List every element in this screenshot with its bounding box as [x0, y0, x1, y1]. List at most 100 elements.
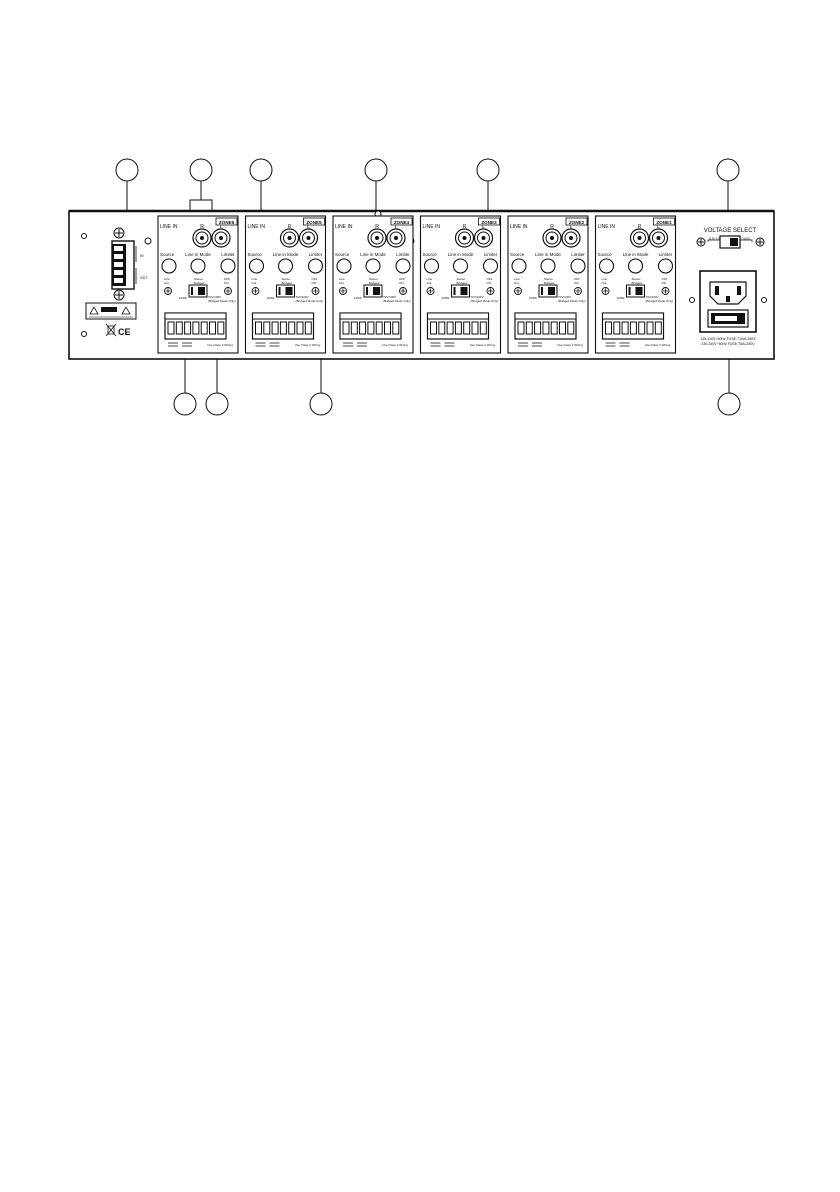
rca-jack-icon[interactable] [454, 228, 475, 248]
line-in-mode-label: Line in Mode [623, 252, 649, 257]
switch-left-label: 100W [267, 296, 275, 300]
line-in-label: LINE IN [248, 224, 266, 230]
source-option-out: Out [252, 281, 257, 285]
screw-icon [426, 287, 435, 295]
line-in-mode-label: Line in Mode [185, 252, 211, 257]
speaker-terminal-block [339, 312, 402, 340]
limiter-option-on: ON [574, 281, 579, 285]
mode-slide-switch[interactable] [363, 284, 383, 298]
rca-jack-icon[interactable] [648, 228, 669, 248]
terminal-note-label: Use Class 2 Wiring [382, 343, 408, 347]
callout-circle [309, 392, 333, 416]
source-knob[interactable] [423, 258, 440, 274]
limiter-knob[interactable] [570, 258, 586, 274]
rca-jack-icon[interactable] [386, 228, 406, 248]
switch-left-label: 100W [442, 296, 450, 300]
rca-jack-icon[interactable] [192, 228, 212, 248]
callout-circle [249, 158, 273, 182]
mode-slide-switch[interactable] [188, 284, 208, 298]
limiter-option-on: ON [399, 281, 404, 285]
line-in-mode-knob[interactable] [627, 258, 644, 274]
source-option-line: Line [427, 277, 433, 281]
switch-note-label: (Bridged Mode Only) [383, 299, 411, 303]
mode-slide-switch[interactable] [451, 284, 470, 298]
source-option-line: Line [514, 277, 520, 281]
mode-option-bridged: Bridged [457, 281, 468, 285]
zone-label: ZONE1 [656, 220, 672, 225]
rca-jack-icon[interactable] [561, 228, 581, 248]
screw-icon [251, 287, 260, 295]
mode-slide-switch[interactable] [626, 284, 645, 298]
zone-label: ZONE5 [306, 220, 322, 225]
mode-slide-switch[interactable] [538, 284, 558, 298]
limiter-option-on: ON [312, 281, 317, 285]
switch-left-label: 100W [529, 296, 537, 300]
callout-circle [205, 392, 229, 416]
screw-icon [486, 287, 495, 295]
terminal-note-label: Use Class 2 Wiring [645, 343, 671, 347]
switch-right-label: 70V/100V [471, 295, 484, 299]
limiter-knob[interactable] [657, 258, 674, 274]
limiter-knob[interactable] [482, 258, 499, 274]
line-in-mode-knob[interactable] [190, 258, 206, 274]
rca-jack-icon[interactable] [211, 228, 231, 248]
terminal-note-label: Use Class 2 Wiring [557, 343, 583, 347]
limiter-label: Limiter [659, 252, 673, 257]
screw-icon [601, 287, 610, 295]
zone-badge [215, 217, 238, 226]
callout-group-bottom [173, 392, 741, 416]
limiter-knob[interactable] [395, 258, 411, 274]
voltage-select-title: VOLTAGE SELECT [704, 228, 757, 234]
rca-jack-icon[interactable] [367, 228, 387, 248]
source-option-out: Out [427, 281, 432, 285]
source-label: Source [248, 252, 263, 257]
input-r-label: R [550, 224, 554, 230]
mode-slide-switch[interactable] [276, 284, 295, 298]
switch-note-label: (Bridged Mode Only) [646, 299, 674, 303]
rca-jack-icon[interactable] [473, 228, 494, 248]
line-in-mode-knob[interactable] [540, 258, 556, 274]
warning-label [85, 302, 137, 320]
mode-option-bridged: Bridged [194, 281, 205, 285]
audio-bus-connector: IN OUT AUDIO BUS [111, 227, 148, 315]
source-knob[interactable] [248, 258, 265, 274]
source-knob[interactable] [598, 258, 615, 274]
line-in-mode-knob[interactable] [277, 258, 294, 274]
limiter-knob[interactable] [307, 258, 324, 274]
mode-option-stereo: Stereo [544, 277, 553, 281]
switch-left-label: 100W [179, 296, 187, 300]
fuse-rating-line-2: 230-240V~50Hz FUSE:T5AL250V [701, 342, 755, 346]
line-in-mode-knob[interactable] [452, 258, 469, 274]
screw-icon [339, 287, 347, 295]
input-l-label: L [482, 224, 485, 230]
limiter-option-off: OFF [662, 277, 668, 281]
switch-left-label: 100W [354, 296, 362, 300]
source-knob[interactable] [161, 258, 177, 274]
limiter-option-off: OFF [399, 277, 405, 281]
rca-jack-icon[interactable] [279, 228, 300, 248]
screw-icon [164, 287, 172, 295]
line-in-mode-knob[interactable] [365, 258, 381, 274]
mode-option-bridged: Bridged [632, 281, 643, 285]
speaker-terminal-block [514, 312, 577, 340]
rca-jack-icon[interactable] [629, 228, 650, 248]
input-l-label: L [395, 224, 398, 230]
speaker-terminal-block [601, 312, 665, 340]
rca-jack-icon[interactable] [298, 228, 319, 248]
source-knob[interactable] [511, 258, 527, 274]
fuse-rating-line-1: 115-120V~60Hz FUSE:T10AL250V [701, 337, 757, 341]
source-label: Source [160, 252, 175, 257]
limiter-knob[interactable] [220, 258, 236, 274]
callout-circle [189, 158, 213, 182]
zone-label: ZONE3 [481, 220, 497, 225]
callout-group-top [115, 158, 740, 182]
switch-right-label: 70V/100V [383, 295, 396, 299]
input-r-label: R [463, 224, 467, 230]
audio-bus-side-out: OUT [140, 276, 148, 280]
source-knob[interactable] [336, 258, 352, 274]
rca-jack-icon[interactable] [542, 228, 562, 248]
